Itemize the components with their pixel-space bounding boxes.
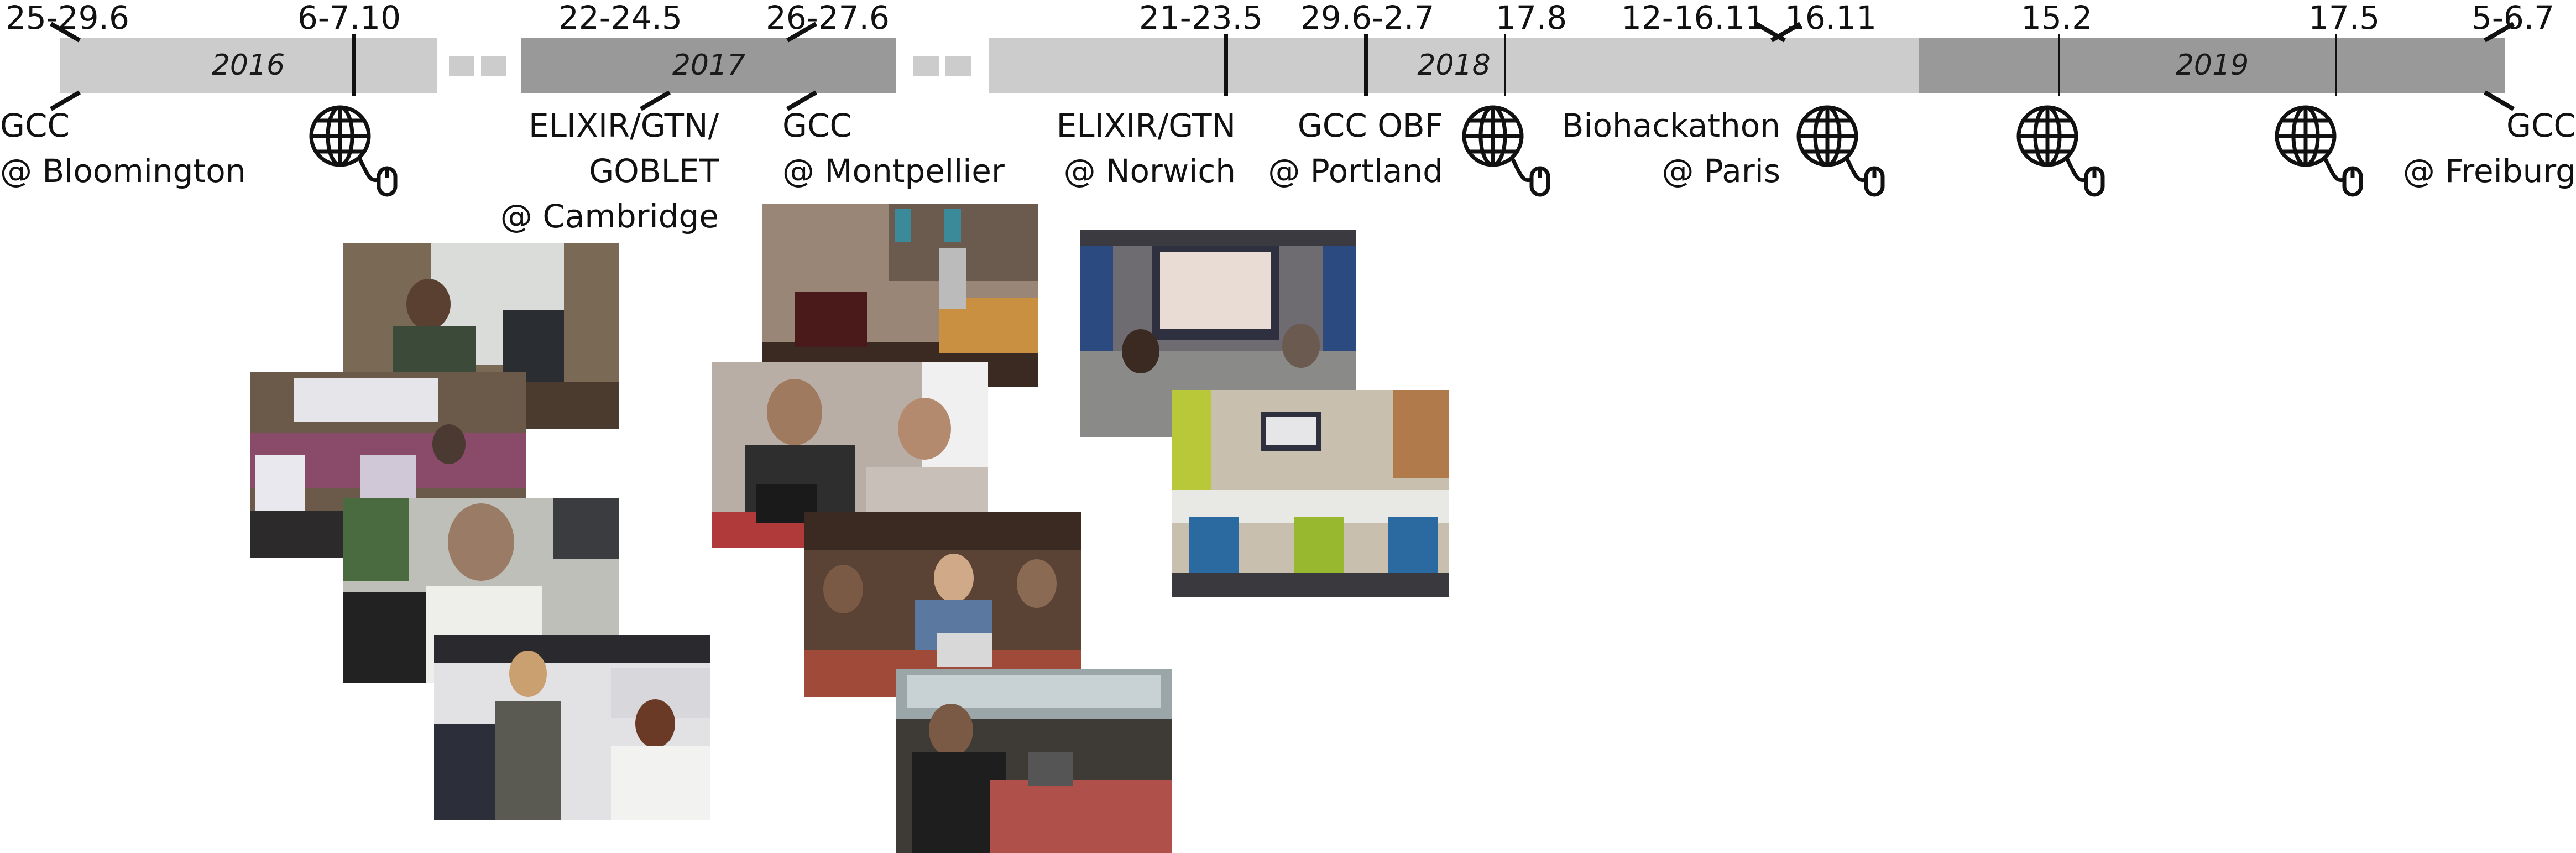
event-name: GCC: [2506, 107, 2576, 144]
date-label: 16.11: [1785, 0, 1877, 37]
date-label: 17.5: [2308, 0, 2380, 37]
year-bar-2016: 2016: [60, 38, 437, 93]
date-label: 25-29.6: [6, 0, 129, 37]
event-label-bloomington: GCC @ Bloomington: [0, 103, 246, 194]
event-label-paris: Biohackathon @ Paris: [1537, 103, 1780, 194]
event-name: GCC: [0, 107, 70, 144]
event-label-norwich: ELIXIR/GTN @ Norwich: [1012, 103, 1236, 194]
event-place: @ Norwich: [1063, 152, 1236, 190]
year-label: 2017: [672, 49, 746, 82]
year-bar-2017: 2017: [521, 38, 896, 93]
workshop-photo: [434, 635, 710, 820]
date-label: 12-16.11: [1621, 0, 1765, 37]
event-name: GCC OBF: [1297, 107, 1443, 144]
event-name: ELIXIR/GTN/: [529, 107, 719, 144]
event-place: @ Cambridge: [500, 197, 719, 235]
event-label-freiburg: GCC @ Freiburg: [2378, 103, 2576, 194]
event-tick: [1224, 34, 1228, 96]
event-name: GOBLET: [589, 152, 719, 190]
event-place: @ Portland: [1268, 152, 1443, 190]
event-tick: [2335, 34, 2337, 96]
event-tick: [2058, 34, 2060, 96]
date-label: 6-7.10: [297, 0, 401, 37]
gap-marker: [913, 56, 939, 76]
year-bar-2018: 2018: [989, 38, 1919, 93]
event-tick: [1504, 34, 1506, 96]
date-label: 22-24.5: [558, 0, 682, 37]
workshop-photo: [896, 669, 1172, 853]
event-name: GCC: [782, 107, 852, 144]
gap-marker: [449, 56, 474, 76]
event-tick: [1364, 34, 1368, 96]
globe-mouse-icon: [2275, 105, 2363, 197]
event-place: @ Freiburg: [2402, 152, 2576, 190]
event-tick: [352, 34, 356, 96]
event-label-portland: GCC OBF @ Portland: [1250, 103, 1443, 194]
gap-marker: [481, 56, 506, 76]
globe-mouse-icon: [2016, 105, 2105, 197]
globe-mouse-icon: [309, 105, 398, 197]
date-label: 29.6-2.7: [1300, 0, 1435, 37]
event-place: @ Bloomington: [0, 152, 246, 190]
event-name: Biohackathon: [1561, 107, 1780, 144]
year-label: 2019: [2175, 49, 2249, 82]
globe-mouse-icon: [1462, 105, 1550, 197]
year-label: 2016: [211, 49, 285, 82]
date-label: 5-6.7: [2472, 0, 2555, 37]
year-bar-2019: 2019: [1919, 38, 2505, 93]
workshop-photo: [762, 204, 1038, 387]
workshop-photo: [804, 512, 1081, 697]
globe-mouse-icon: [1796, 105, 1885, 197]
event-label-montpellier: GCC @ Montpellier: [782, 103, 1005, 194]
date-label: 21-23.5: [1139, 0, 1263, 37]
event-label-cambridge: ELIXIR/GTN/ GOBLET @ Cambridge: [476, 103, 719, 239]
event-name: ELIXIR/GTN: [1056, 107, 1236, 144]
workshop-photo: [1172, 390, 1449, 597]
date-label: 17.8: [1496, 0, 1567, 37]
year-label: 2018: [1417, 49, 1491, 82]
event-place: @ Montpellier: [782, 152, 1005, 190]
event-place: @ Paris: [1661, 152, 1780, 190]
date-label: 26-27.6: [766, 0, 890, 37]
date-label: 15.2: [2021, 0, 2093, 37]
gap-marker: [945, 56, 971, 76]
